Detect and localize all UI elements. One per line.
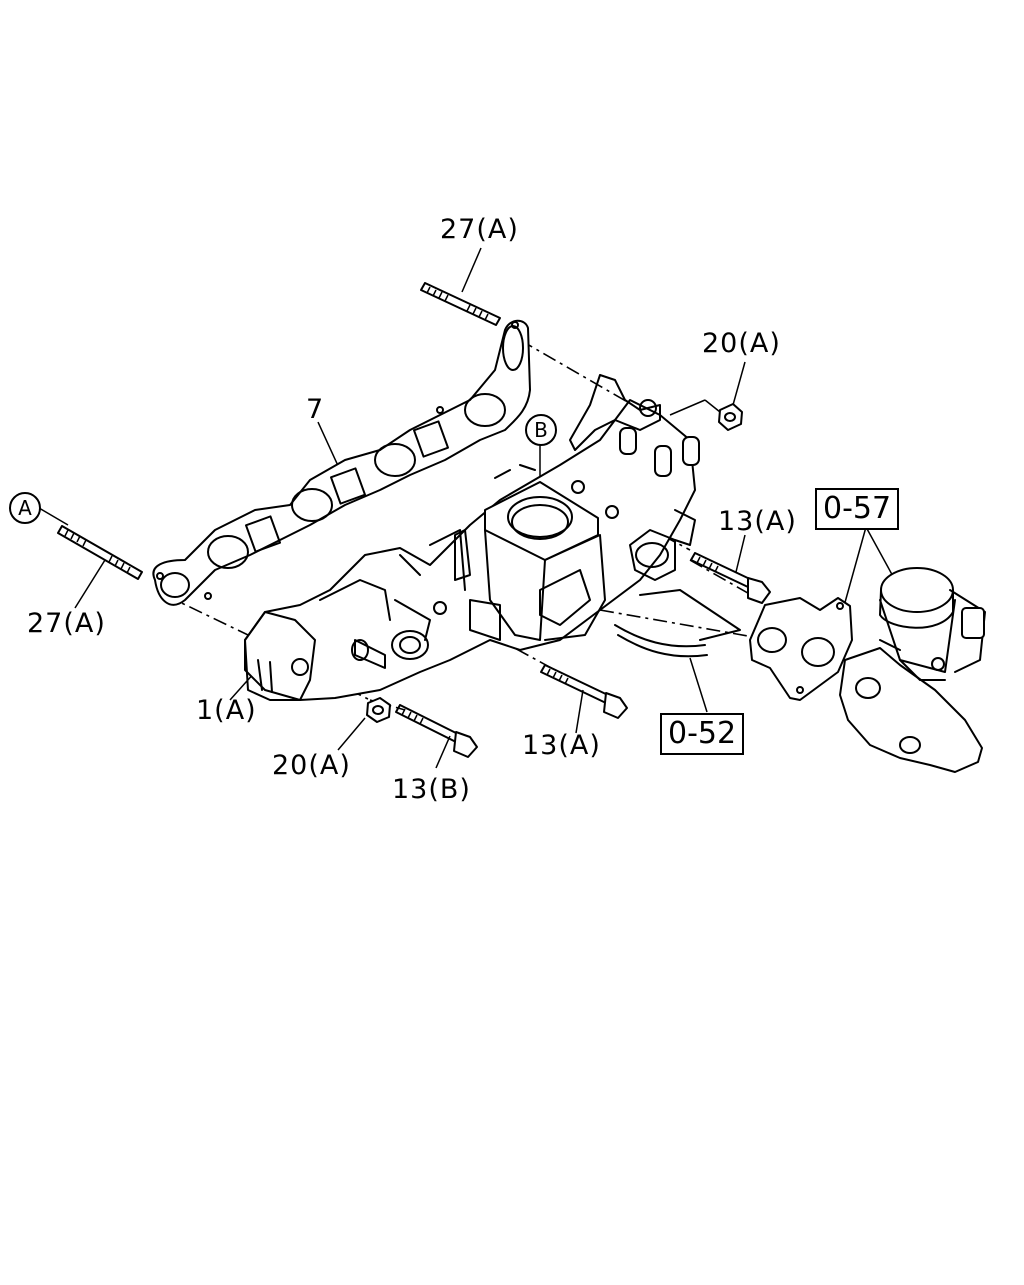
ref-pipe: 0-52 [660, 713, 745, 755]
bolt-right-13a [690, 552, 771, 604]
label-stud-top: 27(A) [440, 214, 519, 245]
nut-top [669, 399, 743, 431]
label-bolt-bottom-a: 13(A) [522, 730, 601, 761]
label-nut-top: 20(A) [702, 328, 781, 359]
label-gasket: 7 [306, 394, 325, 425]
ref-egr-valve: 0-57 [815, 488, 900, 530]
label-bolt-bottom-b: 13(B) [392, 774, 471, 805]
label-stud-left: 27(A) [27, 608, 106, 639]
intake-manifold [244, 374, 700, 701]
stud-top [420, 282, 501, 326]
bolt-bottom-13b [395, 704, 478, 758]
stud-left [57, 525, 143, 580]
gasket [152, 319, 531, 606]
label-manifold: 1(A) [196, 695, 257, 726]
marker-b: B [525, 414, 557, 446]
label-nut-bottom: 20(A) [272, 750, 351, 781]
label-bolt-right: 13(A) [718, 506, 797, 537]
egr-gasket [749, 597, 853, 701]
nut-bottom [366, 697, 391, 723]
bolt-bottom-13a [540, 664, 628, 719]
egr-pipe [614, 589, 741, 658]
egr-valve [839, 567, 986, 773]
marker-a: A [9, 492, 41, 524]
